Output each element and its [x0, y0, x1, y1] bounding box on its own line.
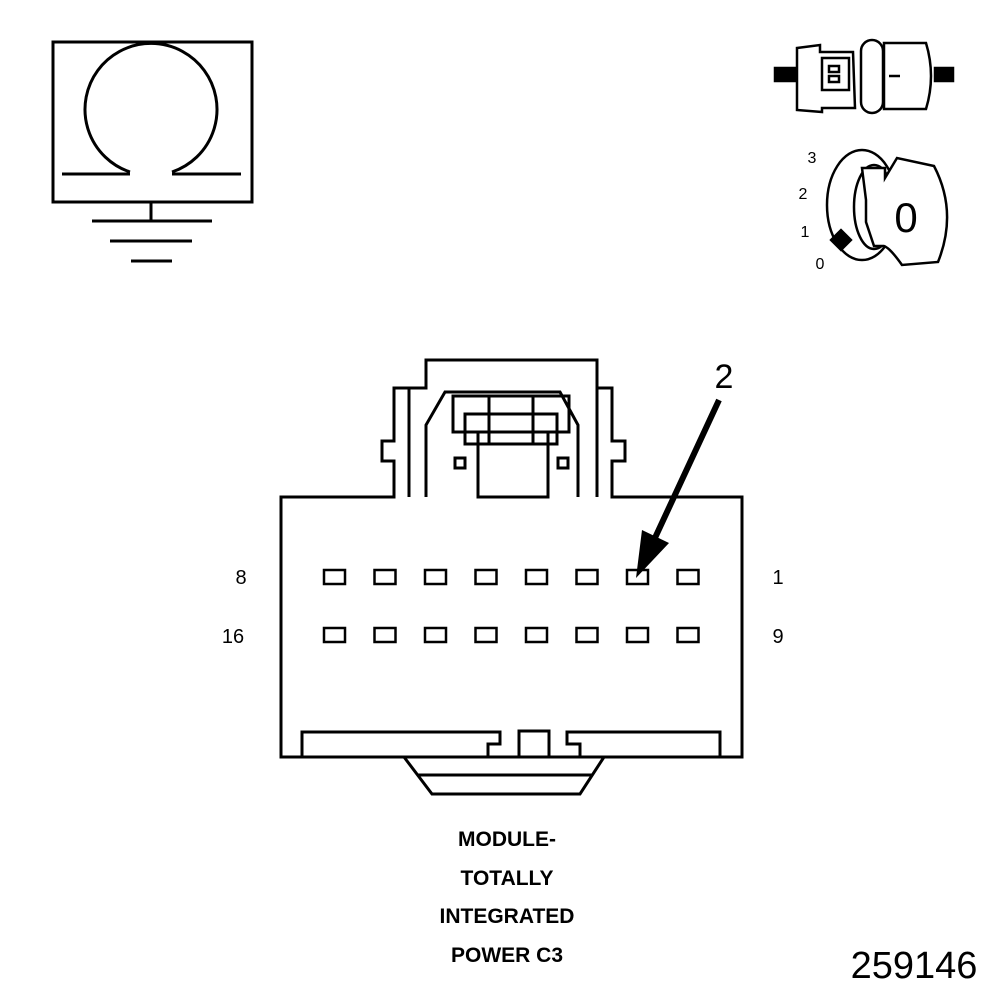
pin-cavity: [373, 568, 397, 586]
callout-label: 2: [715, 358, 734, 396]
disconnected-connector-icon: [773, 38, 955, 115]
pin-cavity: [474, 626, 498, 644]
pin-cavity: [575, 568, 599, 586]
ignition-position-1: 1: [801, 224, 810, 241]
pin-label-1: 1: [772, 567, 783, 589]
ignition-position-0: 0: [816, 256, 825, 273]
pin-cavity: [625, 626, 650, 644]
pin-cavity: [676, 626, 700, 644]
ignition-key-label: 0: [894, 194, 917, 241]
pin-cavity: [474, 568, 498, 586]
pin-cavity: [524, 626, 549, 644]
pin-cavities: [322, 568, 700, 644]
pin-cavity: [676, 568, 700, 586]
pin-cavity: [423, 568, 448, 586]
pin-cavity: [322, 568, 347, 586]
pin-cavity: [373, 626, 397, 644]
caption-line-3: INTEGRATED: [439, 905, 575, 928]
ignition-position-2: 2: [799, 186, 808, 203]
pin-label-16: 16: [222, 626, 244, 648]
pin-label-9: 9: [772, 626, 783, 648]
callout-arrow: [636, 398, 722, 578]
ignition-key-icon: [825, 148, 949, 267]
caption-line-2: TOTALLY: [460, 867, 554, 890]
ignition-position-3: 3: [808, 150, 817, 167]
pin-label-8: 8: [235, 567, 246, 589]
connector-housing: [279, 358, 744, 796]
figure-number: 259146: [851, 945, 978, 987]
ohmmeter-ground-icon: [51, 40, 254, 263]
pin-cavity: [322, 626, 347, 644]
pin-cavity: [575, 626, 599, 644]
caption-line-1: MODULE-: [458, 828, 556, 851]
caption-line-4: POWER C3: [450, 944, 563, 967]
pin-cavity: [423, 626, 448, 644]
pin-cavity: [524, 568, 549, 586]
